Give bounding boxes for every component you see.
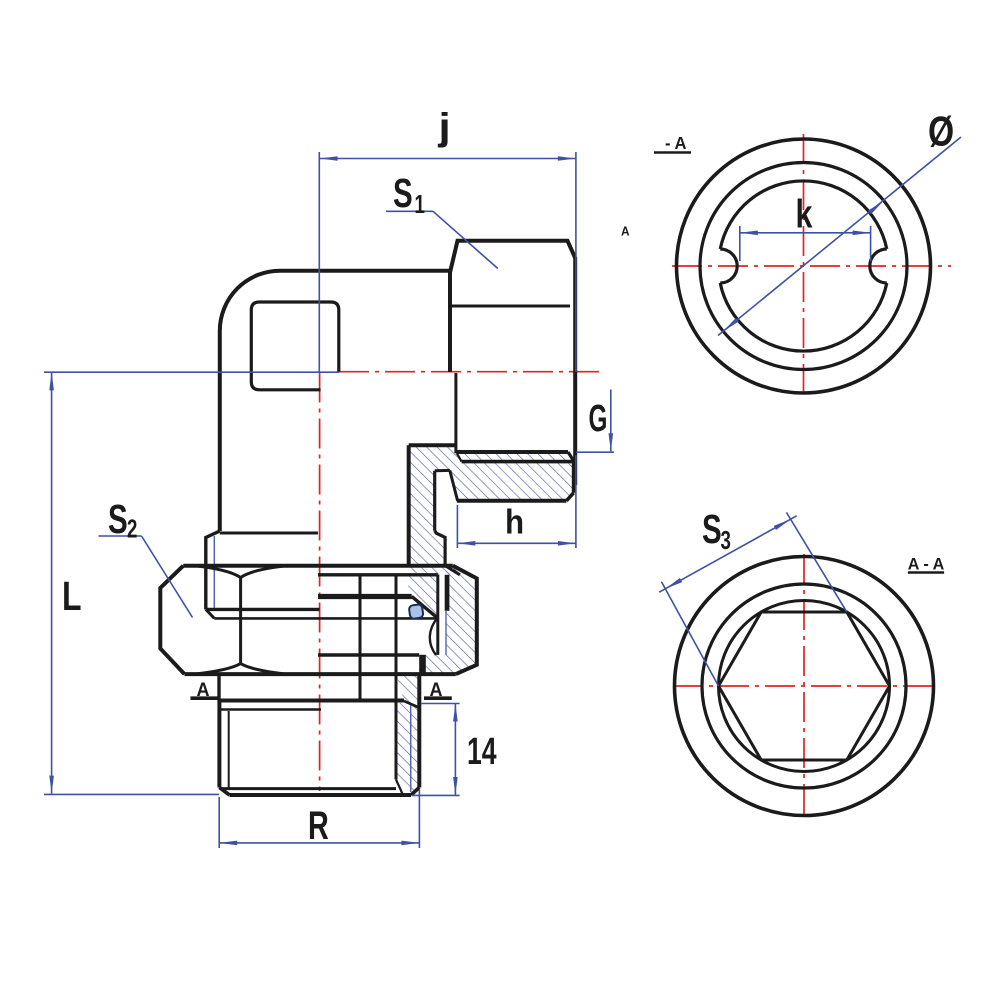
svg-text:- A: - A <box>665 134 687 153</box>
svg-text:S: S <box>702 506 722 552</box>
svg-text:h: h <box>505 502 524 541</box>
svg-text:1: 1 <box>415 189 425 219</box>
svg-text:R: R <box>308 803 329 848</box>
svg-text:j: j <box>437 105 450 148</box>
svg-text:L: L <box>62 573 82 619</box>
svg-text:k: k <box>796 191 813 236</box>
svg-text:A - A: A - A <box>908 554 945 573</box>
svg-text:3: 3 <box>721 525 731 555</box>
svg-text:Ø: Ø <box>928 110 954 156</box>
svg-text:G: G <box>589 396 608 439</box>
svg-text:A: A <box>430 679 443 701</box>
svg-text:2: 2 <box>127 513 137 543</box>
svg-text:S: S <box>108 496 128 542</box>
svg-text:A: A <box>197 679 210 701</box>
svg-text:A: A <box>621 224 630 238</box>
svg-text:S: S <box>393 170 413 216</box>
svg-text:14: 14 <box>467 729 497 772</box>
